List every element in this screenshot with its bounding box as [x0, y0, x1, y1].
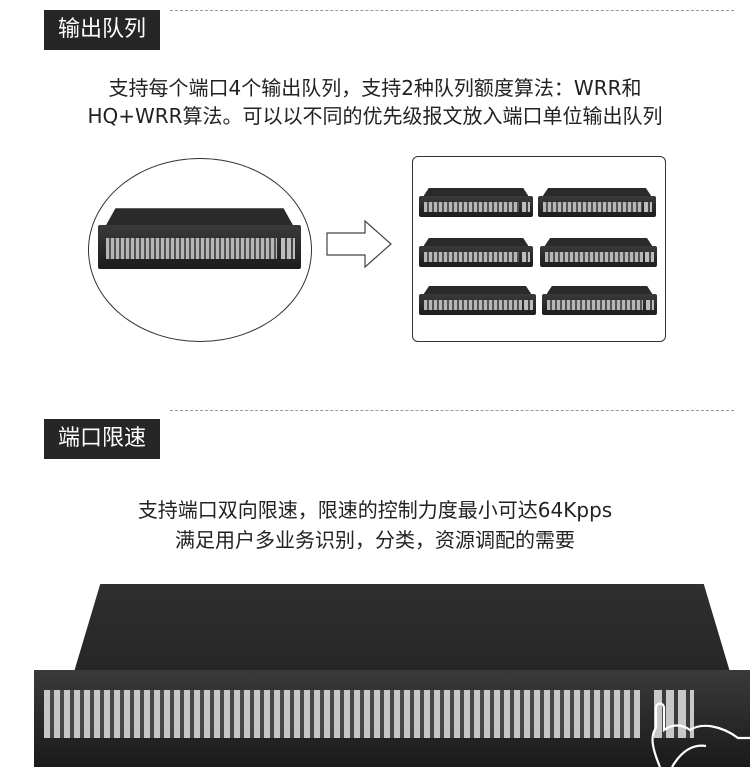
large-switch-image	[34, 584, 750, 767]
section-title-output-queue: 输出队列	[44, 10, 161, 50]
port-rate-limit-description-line2: 满足用户多业务识别，分类，资源调配的需要	[175, 528, 575, 552]
switch-image	[538, 196, 656, 217]
port-rate-limit-description-line1: 支持端口双向限速，限速的控制力度最小可达64Kpps	[137, 498, 613, 522]
port-rate-limit-description: 支持端口双向限速，限速的控制力度最小可达64Kpps 满足用户多业务识别，分类，…	[0, 496, 750, 554]
hand-icon	[651, 702, 750, 767]
switch-image	[419, 246, 533, 267]
section-divider	[170, 10, 734, 11]
switch-image	[542, 294, 657, 315]
switch-image	[419, 294, 536, 315]
switch-image	[98, 225, 301, 269]
switch-image	[419, 196, 533, 217]
right-arrow-icon	[326, 219, 392, 269]
output-queue-description-line2: HQ+WRR算法。可以以不同的优先级报文放入端口单位输出队列	[87, 104, 663, 128]
output-queue-description-line1: 支持每个端口4个输出队列，支持2种队列额度算法：WRR和	[108, 76, 642, 100]
output-queue-description: 支持每个端口4个输出队列，支持2种队列额度算法：WRR和 HQ+WRR算法。可以…	[0, 74, 750, 130]
section-title-port-rate-limit: 端口限速	[44, 419, 161, 459]
section-header-output-queue: 输出队列	[0, 10, 750, 50]
switch-image	[540, 246, 657, 267]
section-divider	[170, 410, 734, 411]
section-header-port-rate-limit: 端口限速	[0, 410, 750, 459]
